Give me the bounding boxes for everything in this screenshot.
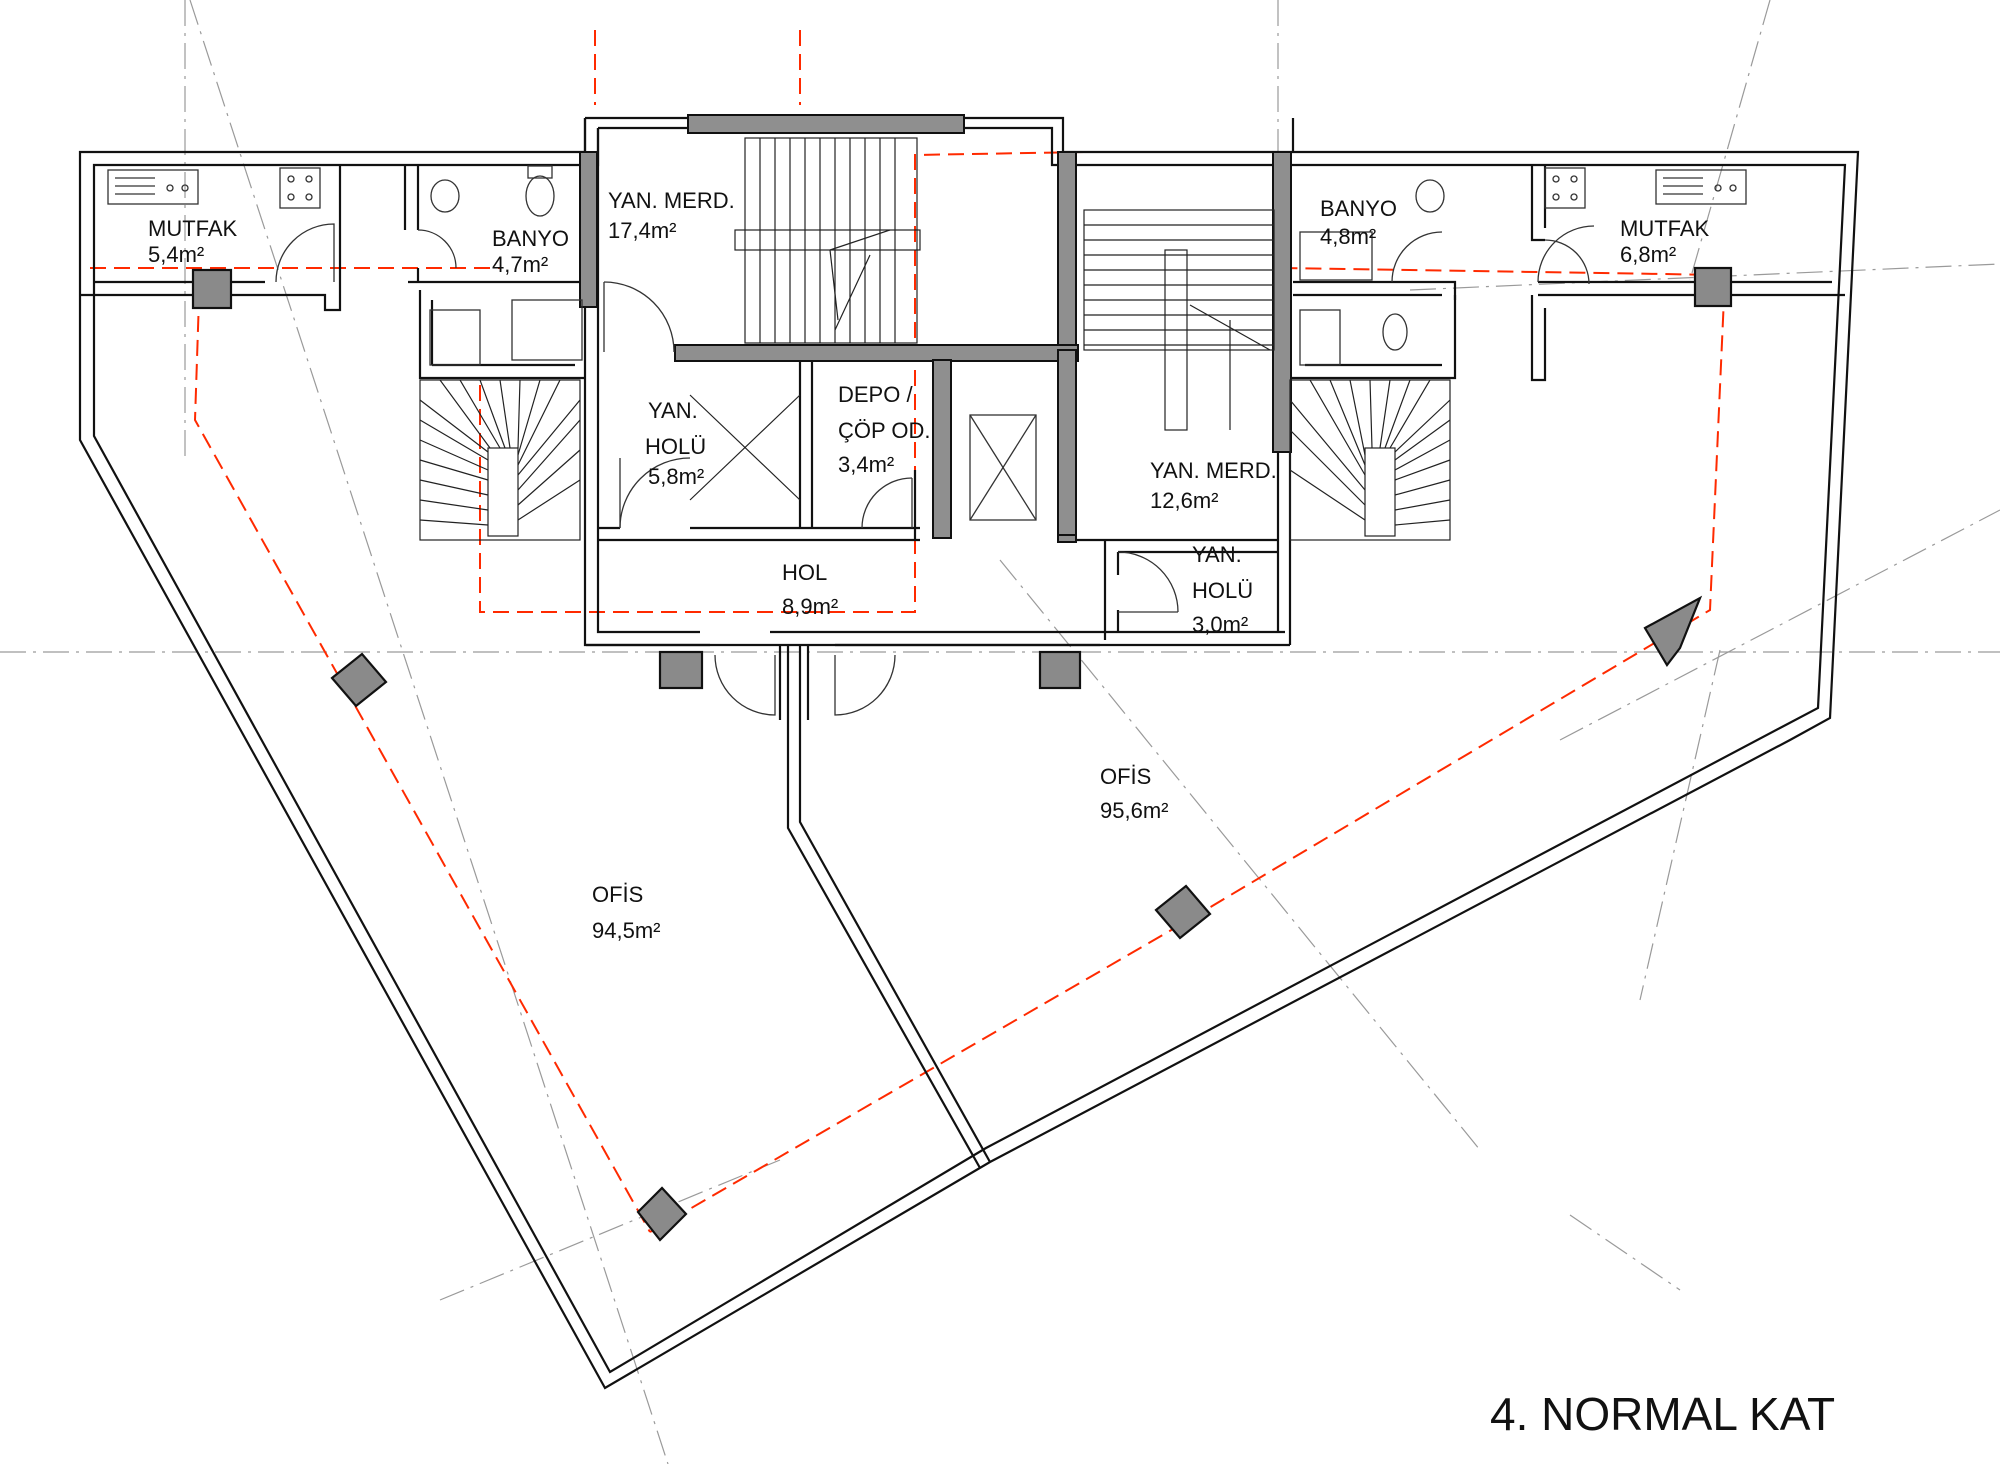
column bbox=[636, 1186, 688, 1242]
room-name: ÇÖP OD. bbox=[838, 418, 931, 443]
interior-walls bbox=[80, 118, 1845, 1169]
room-name: YAN. MERD. bbox=[608, 188, 735, 213]
room-name: YAN. bbox=[1192, 542, 1242, 567]
room-area: 5,8m² bbox=[648, 464, 704, 489]
room-name: YAN. bbox=[648, 398, 698, 423]
column bbox=[1154, 884, 1212, 940]
toilet-icon bbox=[1382, 313, 1408, 351]
column bbox=[330, 652, 388, 708]
shower-icon bbox=[1299, 309, 1341, 366]
columns bbox=[191, 266, 1733, 1242]
basin-icon bbox=[1415, 179, 1445, 213]
room-area: 3,4m² bbox=[838, 452, 894, 477]
room-area: 5,4m² bbox=[148, 242, 204, 267]
fixtures bbox=[107, 165, 1747, 521]
room-name: MUTFAK bbox=[1620, 216, 1710, 241]
room-area: 8,9m² bbox=[782, 594, 838, 619]
room-name: OFİS bbox=[592, 882, 643, 907]
sink-icon bbox=[107, 169, 199, 205]
basin-icon bbox=[430, 179, 460, 213]
room-name: MUTFAK bbox=[148, 216, 238, 241]
room-area: 95,6m² bbox=[1100, 798, 1168, 823]
room-area: 6,8m² bbox=[1620, 242, 1676, 267]
room-name: YAN. MERD. bbox=[1150, 458, 1277, 483]
room-name: BANYO bbox=[1320, 196, 1397, 221]
toilet-icon bbox=[525, 175, 555, 217]
staircases bbox=[419, 137, 1451, 541]
column bbox=[1693, 266, 1733, 308]
sink-icon bbox=[1655, 169, 1747, 205]
column bbox=[658, 650, 704, 690]
room-area: 94,5m² bbox=[592, 918, 660, 943]
room-name: DEPO / bbox=[838, 382, 913, 407]
room-labels: MUTFAK 5,4m² BANYO 4,7m² YAN. MERD. 17,4… bbox=[148, 188, 1710, 943]
stove-icon bbox=[1544, 167, 1586, 209]
room-area: 4,8m² bbox=[1320, 224, 1376, 249]
elevator-icon bbox=[969, 414, 1037, 521]
room-area: 12,6m² bbox=[1150, 488, 1218, 513]
column bbox=[1643, 595, 1703, 667]
room-name: HOL bbox=[782, 560, 827, 585]
room-area: 17,4m² bbox=[608, 218, 676, 243]
structural-axes bbox=[90, 30, 1727, 1233]
exterior-walls bbox=[78, 116, 1860, 1390]
shower-icon bbox=[429, 309, 481, 366]
column bbox=[1038, 650, 1082, 690]
room-name: OFİS bbox=[1100, 764, 1151, 789]
doors bbox=[275, 223, 1595, 716]
room-name: HOLÜ bbox=[1192, 578, 1253, 603]
room-area: 3,0m² bbox=[1192, 612, 1248, 637]
plan-title: 4. NORMAL KAT bbox=[1490, 1388, 1835, 1440]
room-name: HOLÜ bbox=[645, 434, 706, 459]
room-area: 4,7m² bbox=[492, 252, 548, 277]
room-name: BANYO bbox=[492, 226, 569, 251]
stove-icon bbox=[279, 167, 321, 209]
column bbox=[191, 268, 233, 310]
shear-walls bbox=[579, 114, 1292, 543]
